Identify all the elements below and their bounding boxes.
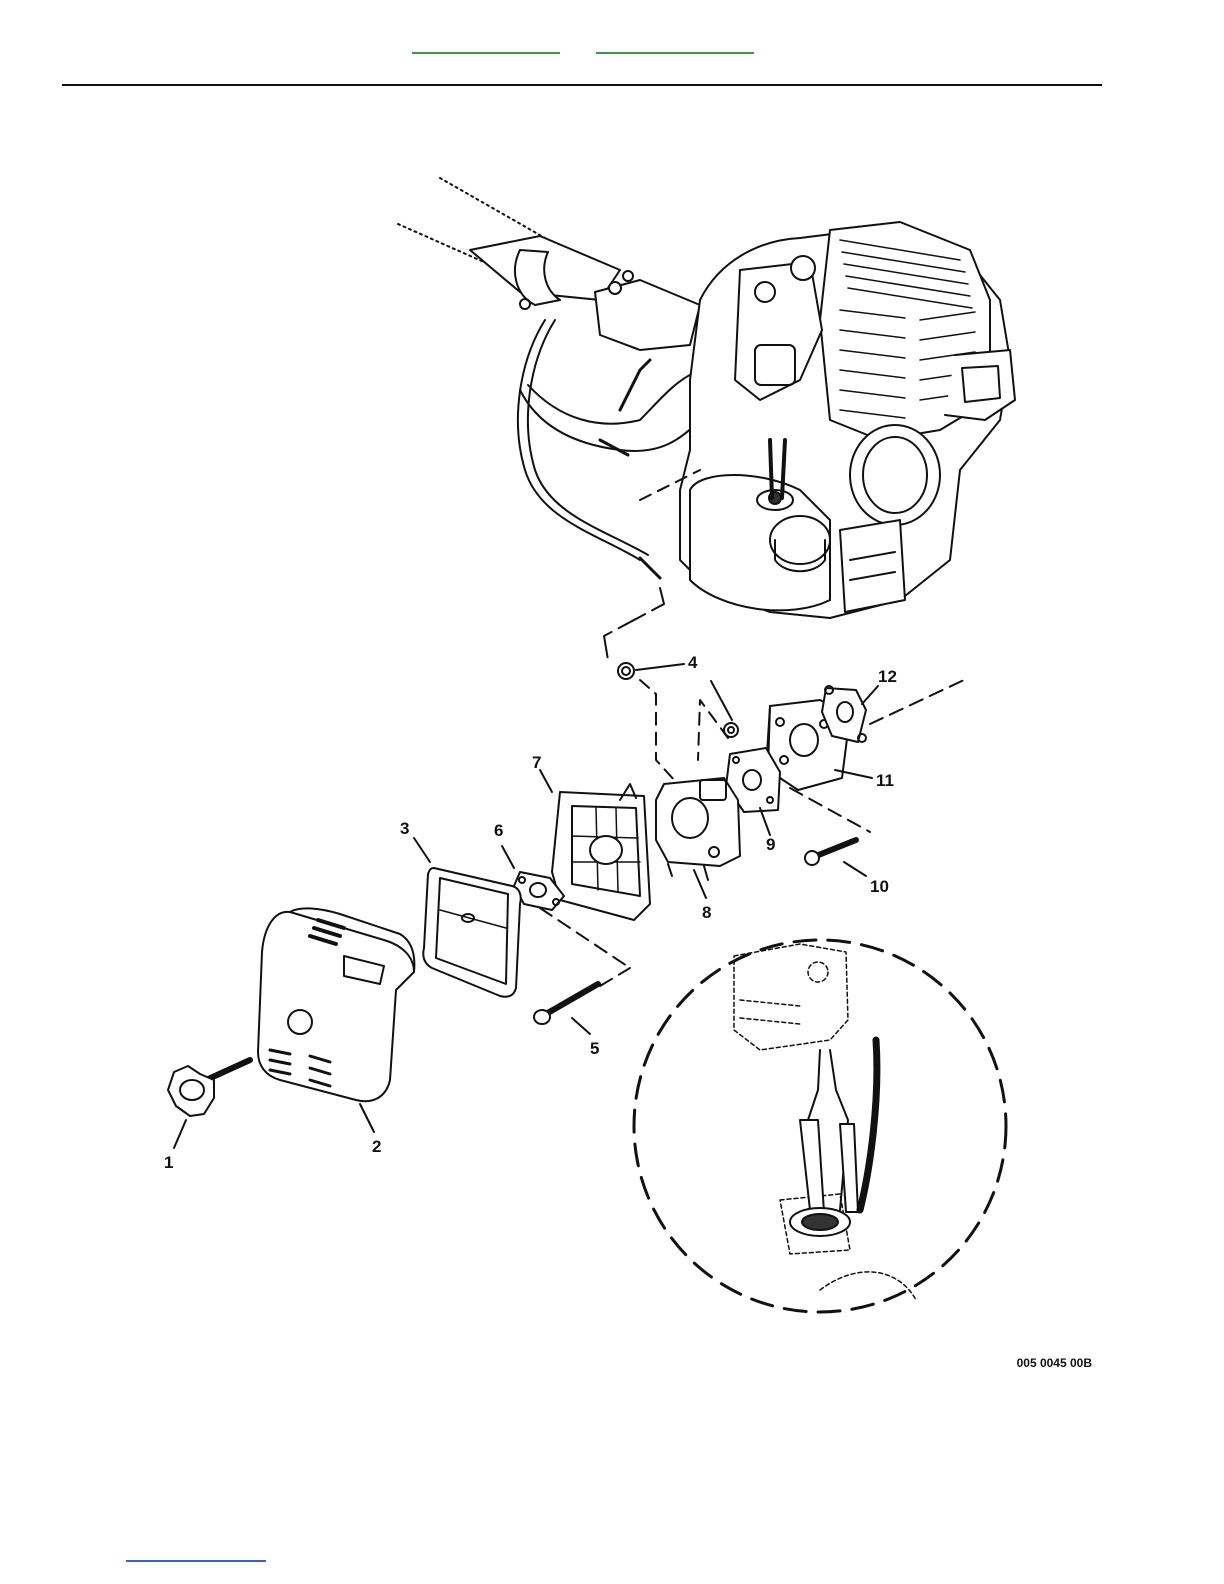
part-8-carburetor [656,778,740,898]
callout-12: 12 [878,667,897,686]
part-4-nut [618,663,738,782]
footer-link[interactable] [126,1552,266,1562]
part-3-air-filter [414,838,521,997]
callout-3: 3 [400,819,409,838]
callout-7: 7 [532,753,541,772]
callout-1: 1 [164,1153,173,1172]
part-2-filter-cover [258,908,414,1132]
callout-11: 11 [876,771,894,790]
part-1-knob [168,1060,250,1148]
part-10-screw [790,788,870,876]
part-5-screw [534,968,630,1034]
part-12-gasket [822,680,964,742]
figure-id: 005 0045 00B [980,1356,1092,1370]
callout-6: 6 [494,821,503,840]
engine-assembly [398,178,1015,660]
callout-9: 9 [766,835,775,854]
callout-5: 5 [590,1039,599,1058]
detail-view-fuel-lines [634,940,1006,1312]
callout-8: 8 [702,903,711,922]
callout-2: 2 [372,1137,381,1156]
callout-10: 10 [870,877,889,896]
callout-4: 4 [688,653,698,672]
